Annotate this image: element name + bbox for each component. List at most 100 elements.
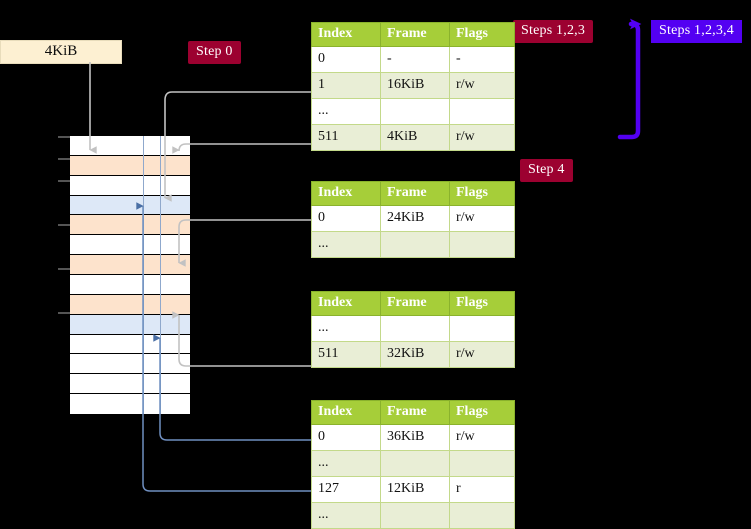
table-row: ... [311,450,515,477]
step-1-2-3-4-badge: Steps 1,2,3,4 [651,20,742,43]
column-header-index: Index [311,181,381,206]
cell-index: ... [311,98,381,125]
cell-frame [380,98,450,125]
frame-tick [58,224,70,226]
memory-frame-row [70,334,190,355]
wire-steps-loop-arrow [617,18,642,140]
cell-flags: r/w [449,341,515,368]
cell-frame: 4KiB [380,124,450,151]
cell-frame: 32KiB [380,341,450,368]
cell-index: 1 [311,72,381,99]
column-header-index: Index [311,22,381,47]
memory-frame-row [70,294,190,315]
cell-index: ... [311,315,381,342]
cell-flags [449,98,515,125]
cell-index: ... [311,450,381,477]
column-header-index: Index [311,400,381,425]
cell-frame: - [380,46,450,73]
column-header-flags: Flags [449,22,515,47]
cell-flags: r [449,476,515,503]
cell-flags: r/w [449,424,515,451]
cell-index: ... [311,231,381,258]
column-header-flags: Flags [449,181,515,206]
cell-index: 511 [311,124,381,151]
cell-frame [380,450,450,477]
memory-rows-container [70,136,190,414]
cell-flags: - [449,46,515,73]
column-header-flags: Flags [449,400,515,425]
memory-frame-row [70,314,190,335]
column-header-flags: Flags [449,291,515,316]
frame-tick [58,136,70,138]
table-row: ... [311,502,515,529]
grid-divider [160,136,162,414]
memory-frame-row [70,175,190,196]
cell-flags: r/w [449,72,515,99]
memory-frame-row [70,275,190,295]
memory-size-label: 4KiB [0,40,122,64]
table-row: ... [311,315,515,342]
table-row: ... [311,98,515,125]
cell-frame [380,231,450,258]
cell-frame: 12KiB [380,476,450,503]
cell-flags [449,450,515,477]
cell-index: ... [311,502,381,529]
cell-index: 511 [311,341,381,368]
column-header-frame: Frame [380,400,450,425]
column-header-index: Index [311,291,381,316]
memory-frame-row [70,374,190,395]
cell-index: 0 [311,424,381,451]
step-4-badge: Step 4 [520,159,573,182]
cell-flags: r/w [449,205,515,232]
cell-index: 0 [311,205,381,232]
cell-frame: 16KiB [380,72,450,99]
memory-frame-row [70,136,190,156]
cell-flags: r/w [449,124,515,151]
cell-flags [449,231,515,258]
cell-frame: 36KiB [380,424,450,451]
cell-index: 0 [311,46,381,73]
wire-t1-row0-to-frame [178,219,311,267]
grid-divider [143,136,145,414]
memory-frame-row [70,155,190,176]
table-row: 0-- [311,46,515,73]
table-row: ... [311,231,515,258]
cell-frame [380,502,450,529]
column-header-frame: Frame [380,22,450,47]
step-0-badge: Step 0 [188,41,241,64]
memory-frame-row [70,195,190,216]
frame-tick [58,268,70,270]
cell-frame [380,315,450,342]
cell-index: 127 [311,476,381,503]
memory-frame-row [70,394,190,414]
cell-frame: 24KiB [380,205,450,232]
column-header-frame: Frame [380,181,450,206]
memory-frame-row [70,235,190,256]
wire-t0-row511-to-frame [172,143,311,154]
frame-tick [58,158,70,160]
frame-tick [58,180,70,182]
frame-tick [58,312,70,314]
step-1-2-3-badge: Steps 1,2,3 [513,20,594,43]
memory-frame-row [70,215,190,236]
cell-flags [449,502,515,529]
memory-frame-row [70,354,190,375]
memory-frame-row [70,255,190,275]
column-header-frame: Frame [380,291,450,316]
cell-flags [449,315,515,342]
